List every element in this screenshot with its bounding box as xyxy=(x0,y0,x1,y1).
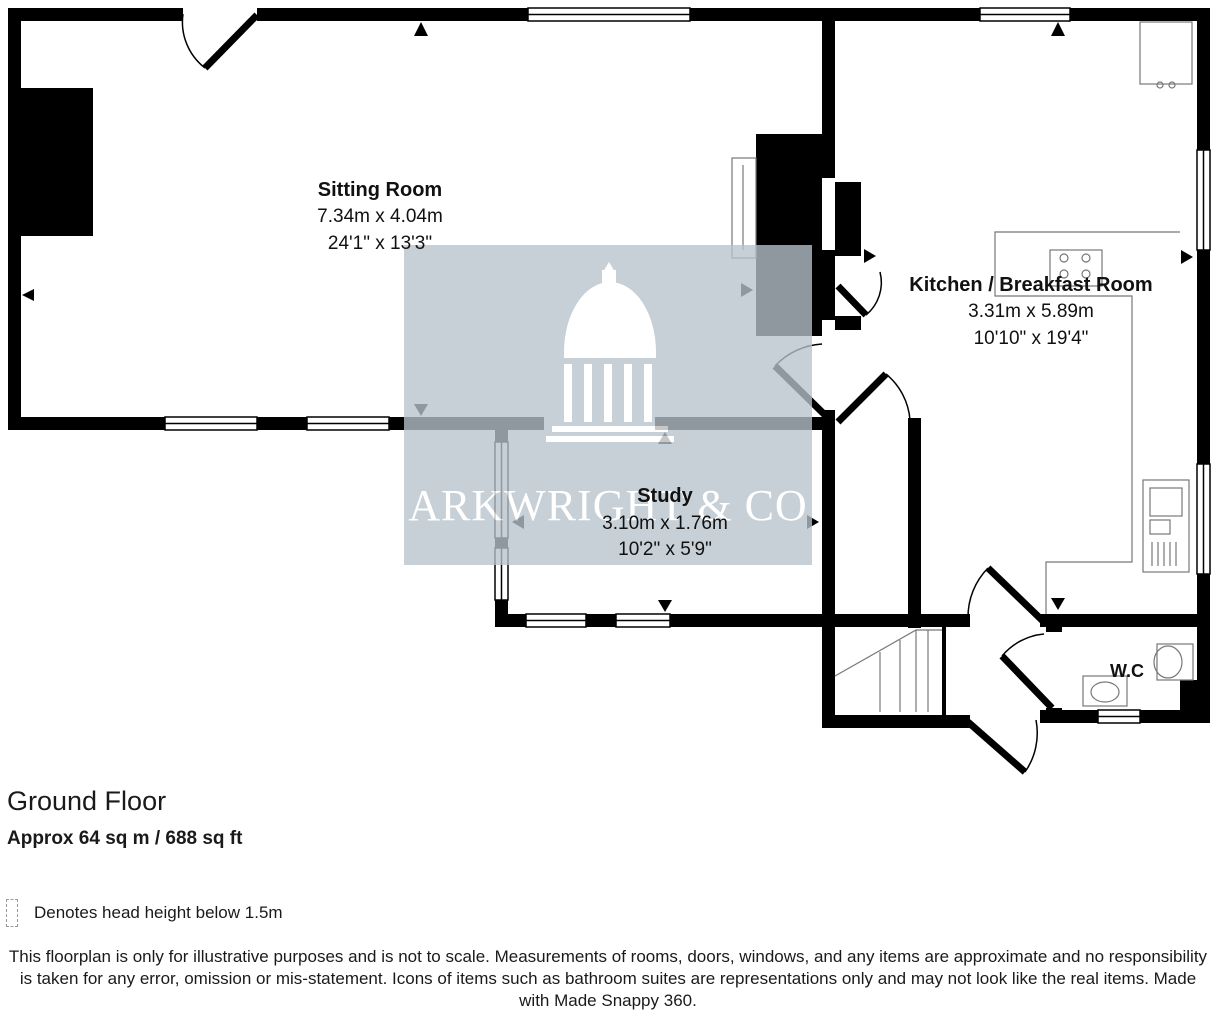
fixtures xyxy=(731,21,1194,712)
low-head-height-swatch-icon xyxy=(6,899,18,927)
watermark: ARKWRIGHT & CO xyxy=(404,245,812,565)
disclaimer: This floorplan is only for illustrative … xyxy=(8,947,1208,1010)
kitchen-name: Kitchen / Breakfast Room xyxy=(909,274,1152,296)
room-labels: Sitting Room 7.34m x 4.04m 24'1" x 13'3"… xyxy=(317,179,1153,681)
sitting-room-name: Sitting Room xyxy=(318,179,442,201)
dome-logo-icon xyxy=(564,282,656,358)
study-imperial: 10'2" x 5'9" xyxy=(618,539,712,560)
sitting-room-imperial: 24'1" x 13'3" xyxy=(328,233,432,254)
legend: Denotes head height below 1.5m xyxy=(6,896,283,930)
study-name: Study xyxy=(637,485,693,507)
study-metric: 3.10m x 1.76m xyxy=(602,513,728,534)
floor-plan: ARKWRIGHT & CO Sitting Room 7.34m x 4.04… xyxy=(8,7,1211,775)
floor-area: Approx 64 sq m / 688 sq ft xyxy=(7,828,243,849)
legend-text: Denotes head height below 1.5m xyxy=(34,903,283,922)
floor-title: Ground Floor xyxy=(7,786,167,816)
kitchen-imperial: 10'10" x 19'4" xyxy=(974,328,1089,349)
wc-name: W.C xyxy=(1110,661,1144,681)
sitting-room-metric: 7.34m x 4.04m xyxy=(317,206,443,227)
watermark-brand: ARKWRIGHT & CO xyxy=(408,481,807,530)
kitchen-metric: 3.31m x 5.89m xyxy=(968,301,1094,322)
